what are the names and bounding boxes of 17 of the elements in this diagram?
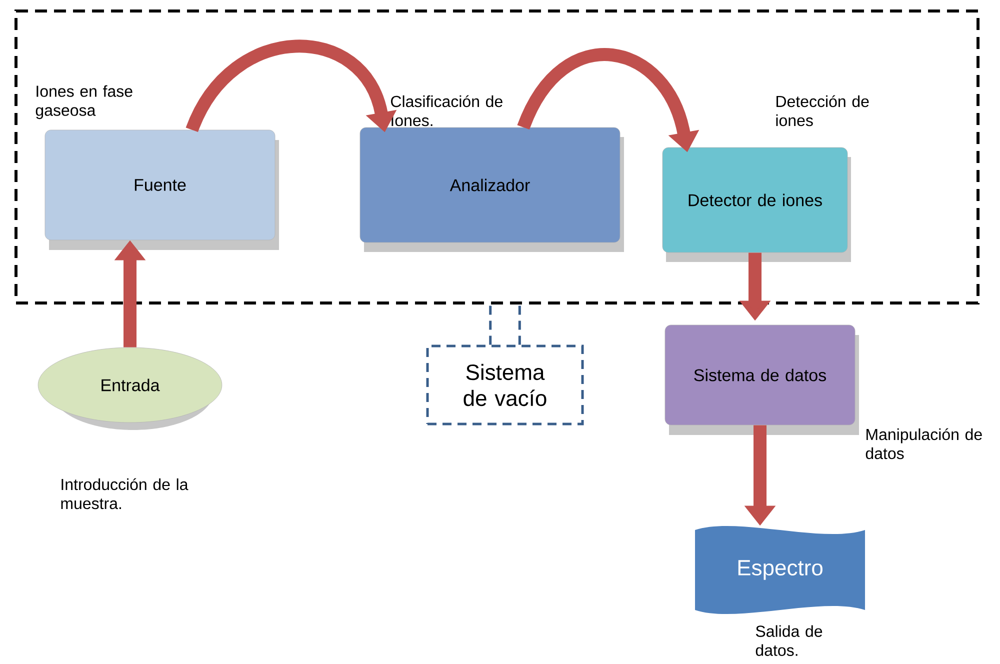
arrow <box>186 40 397 133</box>
vacuum-system-box: Sistema de vacío <box>426 344 584 426</box>
vacuum-chamber-box <box>14 10 980 304</box>
source-slab: Fuente <box>44 130 279 250</box>
spectrum-banner: Espectro <box>695 526 866 614</box>
node-caption: Detección de iones <box>776 95 869 126</box>
data-system-slab: Sistema de datos <box>664 324 859 435</box>
detector-slab: Detector de iones <box>662 147 852 262</box>
node-caption: Clasificación de Iones. <box>391 95 502 126</box>
node-caption: Salida de datos. <box>756 625 822 656</box>
node-caption: Introducción de la muestra. <box>61 478 188 510</box>
analyzer-slab: Analizador <box>360 127 624 252</box>
connector-line <box>489 304 492 345</box>
node-caption: Manipulación de datos <box>866 428 982 460</box>
connector-line <box>518 304 521 345</box>
node-caption: Iones en fase gaseosa <box>36 85 132 120</box>
input-disc: Entrada <box>38 347 222 430</box>
